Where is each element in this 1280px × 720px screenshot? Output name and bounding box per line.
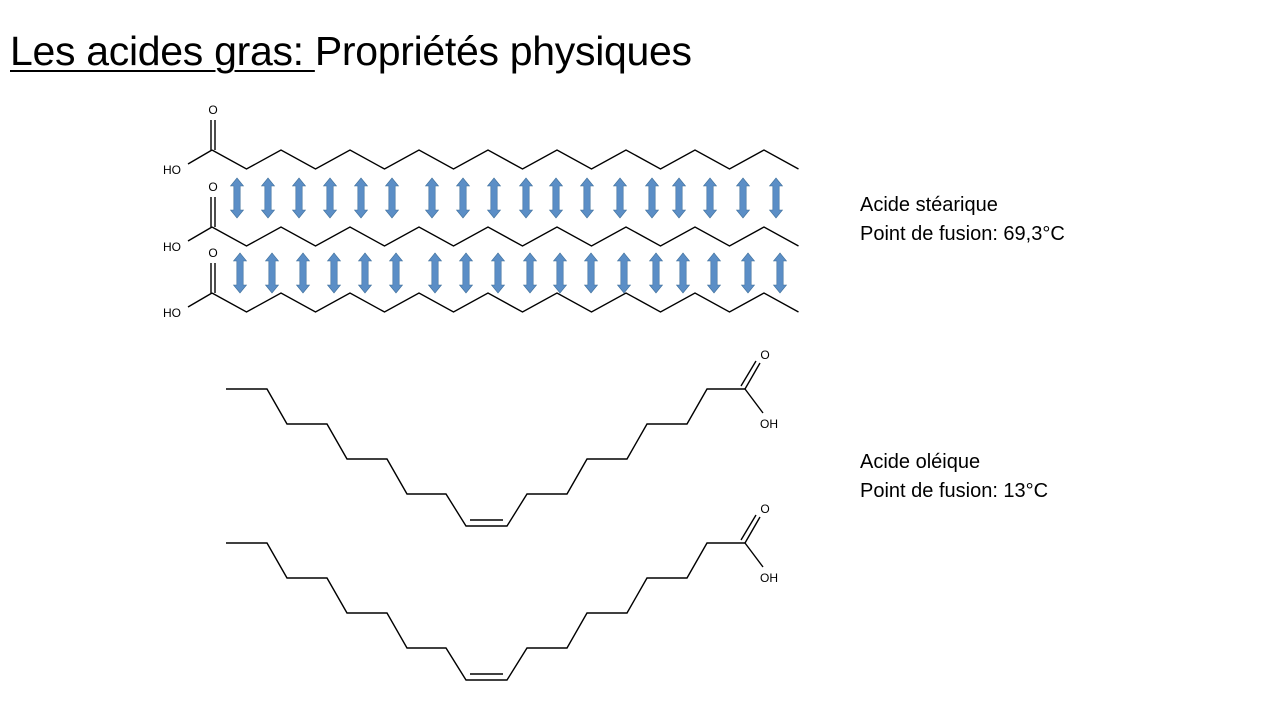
double-arrow (322, 177, 338, 219)
double-arrow (260, 177, 276, 219)
hydroxyl-bond (744, 388, 764, 414)
title-rest-part: Propriétés physiques (314, 28, 692, 74)
double-arrow (522, 252, 538, 294)
oleic-acid-melting-point: Point de fusion: 13°C (860, 480, 1049, 502)
double-arrow (735, 177, 751, 219)
stearic-chain-3 (211, 292, 799, 313)
double-arrow (291, 177, 307, 219)
oxygen-label: O (208, 103, 217, 117)
double-arrow (616, 252, 632, 294)
hydroxyl-label: HO (163, 240, 181, 254)
double-arrow (295, 252, 311, 294)
stearic-acid-name: Acide stéarique (860, 194, 998, 216)
oxygen-label: O (208, 180, 217, 194)
double-arrow (612, 177, 628, 219)
double-arrow (702, 177, 718, 219)
double-arrow (458, 252, 474, 294)
double-arrow (326, 252, 342, 294)
oxygen-label: O (760, 502, 769, 516)
oleic-chain-1 (226, 388, 745, 527)
carbonyl-bond (744, 362, 761, 390)
hydroxyl-label: OH (760, 571, 778, 585)
hydroxyl-label: OH (760, 417, 778, 431)
double-arrow (548, 177, 564, 219)
stearic-chain-2 (211, 226, 799, 247)
double-arrow (706, 252, 722, 294)
oxygen-label: O (208, 246, 217, 260)
double-arrow (388, 252, 404, 294)
hydroxyl-bond (744, 542, 764, 568)
oleic-chain-2 (226, 542, 745, 681)
double-arrow (579, 177, 595, 219)
title-underlined-part: Les acides gras: (10, 28, 315, 74)
double-arrow (353, 177, 369, 219)
double-arrow (384, 177, 400, 219)
double-arrow (518, 177, 534, 219)
double-arrow (675, 252, 691, 294)
double-arrow (264, 252, 280, 294)
double-arrow (772, 252, 788, 294)
double-arrow (455, 177, 471, 219)
oleic-acid-name: Acide oléique (860, 451, 981, 473)
oleic-acid-pair: O OH O OH (226, 348, 778, 681)
stearic-acid-melting-point: Point de fusion: 69,3°C (860, 223, 1065, 245)
hydroxyl-label: HO (163, 306, 181, 320)
double-arrow (424, 177, 440, 219)
double-arrow (490, 252, 506, 294)
double-arrow (648, 252, 664, 294)
van-der-waals-arrows (229, 177, 788, 294)
stearic-acid-caption: Acide stéarique Point de fusion: 69,3°C (860, 191, 1065, 249)
hydroxyl-label: HO (163, 163, 181, 177)
hydroxyl-bond (187, 292, 213, 308)
double-arrow (357, 252, 373, 294)
oleic-acid-caption: Acide oléique Point de fusion: 13°C (860, 448, 1048, 506)
double-arrow (644, 177, 660, 219)
hydroxyl-bond (187, 149, 213, 165)
carbonyl-bond (744, 516, 761, 544)
double-arrow (768, 177, 784, 219)
carbonyl-bond (740, 514, 757, 541)
double-arrow (740, 252, 756, 294)
carbonyl-bond (740, 360, 757, 387)
double-arrow (229, 177, 245, 219)
double-arrow (486, 177, 502, 219)
oxygen-label: O (760, 348, 769, 362)
stearic-chain-1 (211, 149, 799, 170)
double-arrow (583, 252, 599, 294)
double-arrow (232, 252, 248, 294)
double-arrow (552, 252, 568, 294)
slide-title: Les acides gras: Propriétés physiques (10, 28, 692, 75)
double-arrow (671, 177, 687, 219)
double-arrow (427, 252, 443, 294)
hydroxyl-bond (187, 226, 213, 242)
stearic-acid-stack: O HO O HO O HO (163, 103, 799, 320)
